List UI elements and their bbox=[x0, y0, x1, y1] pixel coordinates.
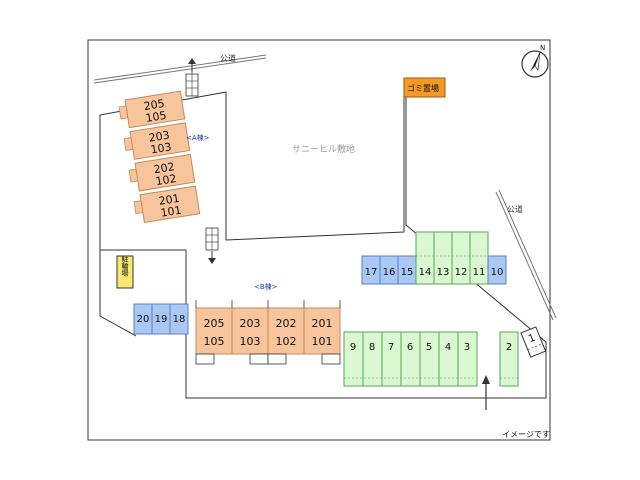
parking-space-number: 18 bbox=[173, 314, 186, 325]
building-a-unit: 203 103 bbox=[129, 122, 191, 160]
road-line bbox=[495, 191, 554, 321]
public-road-right-label: 公道 bbox=[507, 204, 523, 214]
parking-space-number: 5 bbox=[426, 342, 432, 353]
parking-lower-green: 9 8 7 6 5 4 3 bbox=[343, 331, 478, 387]
parking-space-number: 4 bbox=[445, 342, 451, 353]
parking-space-number: 3 bbox=[464, 342, 470, 353]
parking-space bbox=[499, 331, 519, 387]
unit-lower-number: 103 bbox=[240, 335, 261, 348]
north-arrow-icon: N bbox=[521, 44, 549, 78]
parking-space bbox=[457, 331, 478, 387]
building-b: 205 105 203 103 202 102 201 101 bbox=[195, 300, 341, 365]
parking-single-right: 2 bbox=[499, 331, 519, 387]
parking-space bbox=[169, 303, 189, 335]
balcony bbox=[133, 200, 144, 215]
public-road-top-label: 公道 bbox=[220, 53, 236, 63]
building-a-unit: 202 102 bbox=[134, 153, 196, 192]
unit-upper-number: 201 bbox=[312, 317, 333, 330]
road-line bbox=[93, 57, 267, 84]
building-a-unit: 201 101 bbox=[139, 185, 201, 224]
parking-space-number: 17 bbox=[365, 267, 378, 278]
entrance-box bbox=[321, 353, 341, 365]
parking-space bbox=[487, 255, 507, 285]
unit-lower-number: 105 bbox=[204, 335, 225, 348]
entrance-box bbox=[249, 353, 269, 365]
road-line bbox=[93, 54, 267, 81]
image-note: イメージです bbox=[502, 430, 550, 439]
stairs-icon bbox=[185, 73, 199, 97]
unit-lower-number: 102 bbox=[155, 172, 178, 188]
garbage-area-label: ゴミ置場 bbox=[407, 83, 439, 93]
parking-space bbox=[520, 326, 547, 358]
unit-lower-number: 101 bbox=[312, 335, 333, 348]
parking-space-number: 9 bbox=[350, 342, 356, 353]
parking-space-number: 11 bbox=[473, 267, 486, 278]
entrance-box bbox=[267, 353, 287, 365]
parking-space-number: 2 bbox=[506, 342, 512, 353]
bike-parking bbox=[116, 255, 134, 289]
building-a-label: <A棟> bbox=[186, 133, 210, 142]
building-b-label: <B棟> bbox=[254, 282, 278, 291]
balcony bbox=[123, 137, 134, 151]
unit-upper-number: 205 bbox=[204, 317, 225, 330]
parking-space-number: 1 bbox=[527, 333, 537, 346]
entrance-box bbox=[195, 353, 215, 365]
parking-space-number: 12 bbox=[455, 267, 468, 278]
unit-upper-number: 201 bbox=[158, 192, 181, 208]
arrow-down-icon bbox=[208, 251, 216, 264]
unit-lower-number: 103 bbox=[150, 140, 173, 156]
parking-space-number: 20 bbox=[137, 314, 150, 325]
unit-upper-number: 202 bbox=[276, 317, 297, 330]
parking-space-number: 14 bbox=[419, 267, 432, 278]
parking-space-number: 13 bbox=[437, 267, 450, 278]
parking-space-number: 15 bbox=[401, 267, 414, 278]
arrow-up-icon bbox=[188, 58, 196, 73]
balcony bbox=[128, 168, 139, 183]
parking-space-number: 10 bbox=[491, 267, 504, 278]
unit-upper-number: 202 bbox=[153, 160, 176, 176]
neighbor-site-label: サニーヒル敷地 bbox=[292, 143, 355, 155]
bike-parking-label: 駐輪場 bbox=[121, 255, 129, 278]
parking-space-number: 6 bbox=[407, 342, 413, 353]
parking-upper-blue-right: 10 bbox=[487, 255, 507, 285]
unit-upper-number: 203 bbox=[240, 317, 261, 330]
parking-space-number: 19 bbox=[155, 314, 168, 325]
parking-upper-green: 14 13 12 11 bbox=[415, 231, 489, 285]
unit-upper-number: 203 bbox=[148, 129, 171, 145]
building-a-unit: 205 105 bbox=[124, 90, 186, 129]
unit-lower-number: 105 bbox=[145, 109, 168, 125]
parking-space-number: 8 bbox=[369, 342, 375, 353]
arrow-up-icon bbox=[482, 375, 490, 410]
property-boundary-left bbox=[99, 250, 137, 337]
parking-space-number: 7 bbox=[388, 342, 394, 353]
svg-text:N: N bbox=[540, 44, 545, 52]
parking-diagonal: 1 bbox=[520, 326, 547, 358]
parking-space-number: 16 bbox=[383, 267, 396, 278]
garbage-area bbox=[403, 77, 446, 98]
unit-lower-number: 101 bbox=[160, 204, 183, 220]
road-line bbox=[498, 189, 557, 319]
stairs-icon bbox=[205, 227, 219, 251]
unit-upper-number: 205 bbox=[143, 97, 166, 113]
unit-lower-number: 102 bbox=[276, 335, 297, 348]
parking-left-blue: 20 19 18 bbox=[133, 303, 189, 335]
parking-upper-blue-left: 17 16 15 bbox=[361, 255, 417, 285]
building-a: 205 105 203 103 202 102 201 101 bbox=[118, 90, 201, 224]
balcony bbox=[118, 105, 129, 120]
